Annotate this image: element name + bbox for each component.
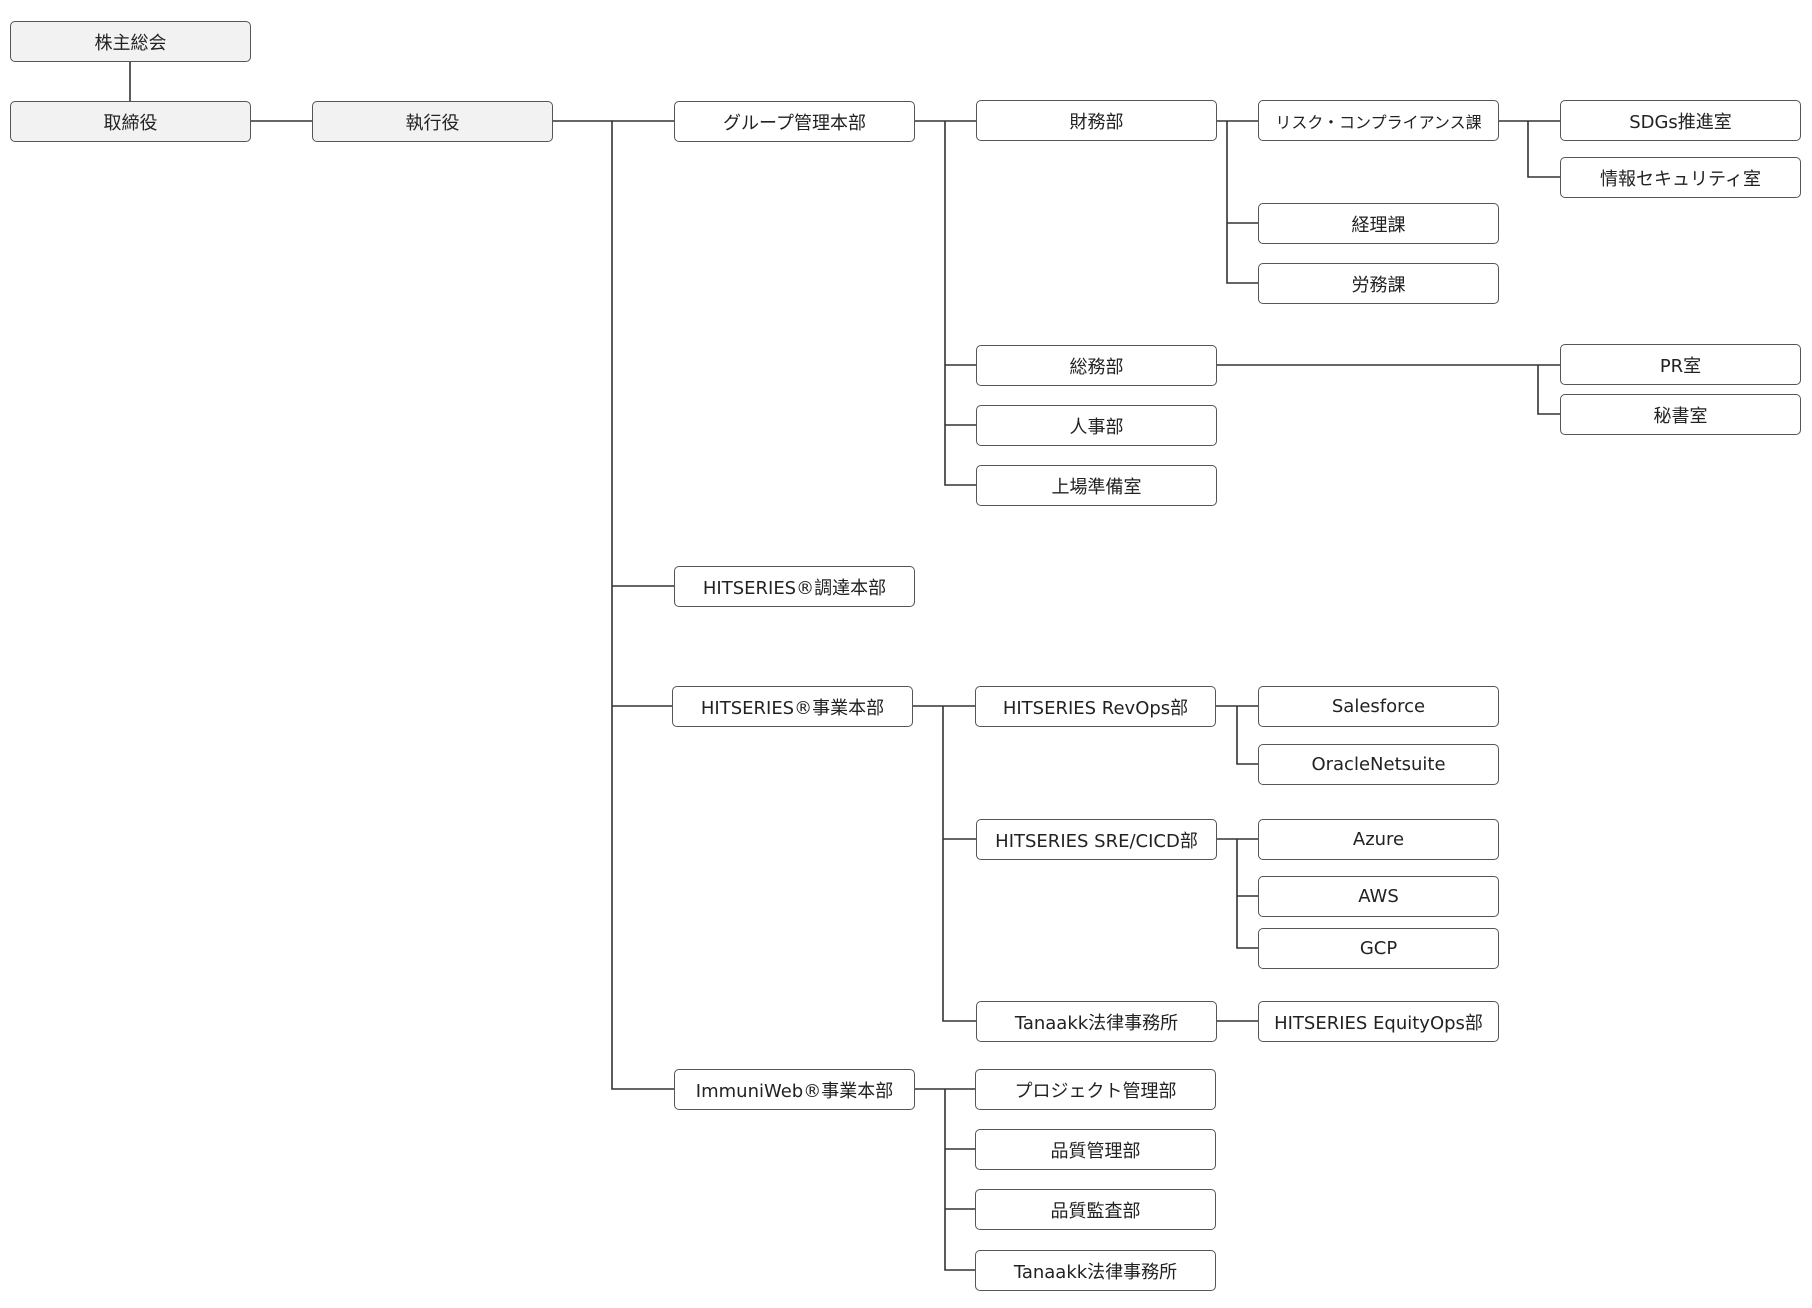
node-board[interactable]: 取締役 — [10, 101, 251, 142]
connector — [1226, 121, 1258, 284]
connector — [1236, 706, 1258, 765]
node-labor[interactable]: 労務課 — [1258, 263, 1499, 304]
node-revops[interactable]: HITSERIES RevOps部 — [975, 686, 1216, 727]
connector — [942, 706, 976, 1022]
node-immuniweb[interactable]: ImmuniWeb®事業本部 — [674, 1069, 915, 1110]
node-ipo-prep[interactable]: 上場準備室 — [976, 465, 1217, 506]
node-pr[interactable]: PR室 — [1560, 344, 1801, 385]
node-hitseries-business[interactable]: HITSERIES®事業本部 — [672, 686, 913, 727]
node-executive[interactable]: 執行役 — [312, 101, 553, 142]
node-shareholders[interactable]: 株主総会 — [10, 21, 251, 62]
node-aws[interactable]: AWS — [1258, 876, 1499, 917]
node-gcp[interactable]: GCP — [1258, 928, 1499, 969]
connector — [553, 120, 674, 1090]
node-hr[interactable]: 人事部 — [976, 405, 1217, 446]
node-general-affairs[interactable]: 総務部 — [976, 345, 1217, 386]
node-hitseries-procurement[interactable]: HITSERIES®調達本部 — [674, 566, 915, 607]
connector — [944, 1089, 975, 1271]
node-quality-audit[interactable]: 品質監査部 — [975, 1189, 1216, 1230]
node-accounting[interactable]: 経理課 — [1258, 203, 1499, 244]
node-risk-compliance[interactable]: リスク・コンプライアンス課 — [1258, 100, 1499, 141]
node-oracle[interactable]: OracleNetsuite — [1258, 744, 1499, 785]
node-project-mgmt[interactable]: プロジェクト管理部 — [975, 1069, 1216, 1110]
node-group-mgmt[interactable]: グループ管理本部 — [674, 101, 915, 142]
connector — [1537, 365, 1560, 415]
node-infosec[interactable]: 情報セキュリティ室 — [1560, 157, 1801, 198]
node-sre[interactable]: HITSERIES SRE/CICD部 — [976, 819, 1217, 860]
node-tanaakk-1[interactable]: Tanaakk法律事務所 — [976, 1001, 1217, 1042]
node-azure[interactable]: Azure — [1258, 819, 1499, 860]
node-equityops[interactable]: HITSERIES EquityOps部 — [1258, 1001, 1499, 1042]
node-finance[interactable]: 財務部 — [976, 100, 1217, 141]
node-sdgs[interactable]: SDGs推進室 — [1560, 100, 1801, 141]
node-secretary[interactable]: 秘書室 — [1560, 394, 1801, 435]
connector — [944, 121, 976, 486]
connector — [1527, 121, 1560, 178]
node-tanaakk-2[interactable]: Tanaakk法律事務所 — [975, 1250, 1216, 1291]
node-salesforce[interactable]: Salesforce — [1258, 686, 1499, 727]
connector — [1236, 839, 1258, 949]
node-quality-mgmt[interactable]: 品質管理部 — [975, 1129, 1216, 1170]
